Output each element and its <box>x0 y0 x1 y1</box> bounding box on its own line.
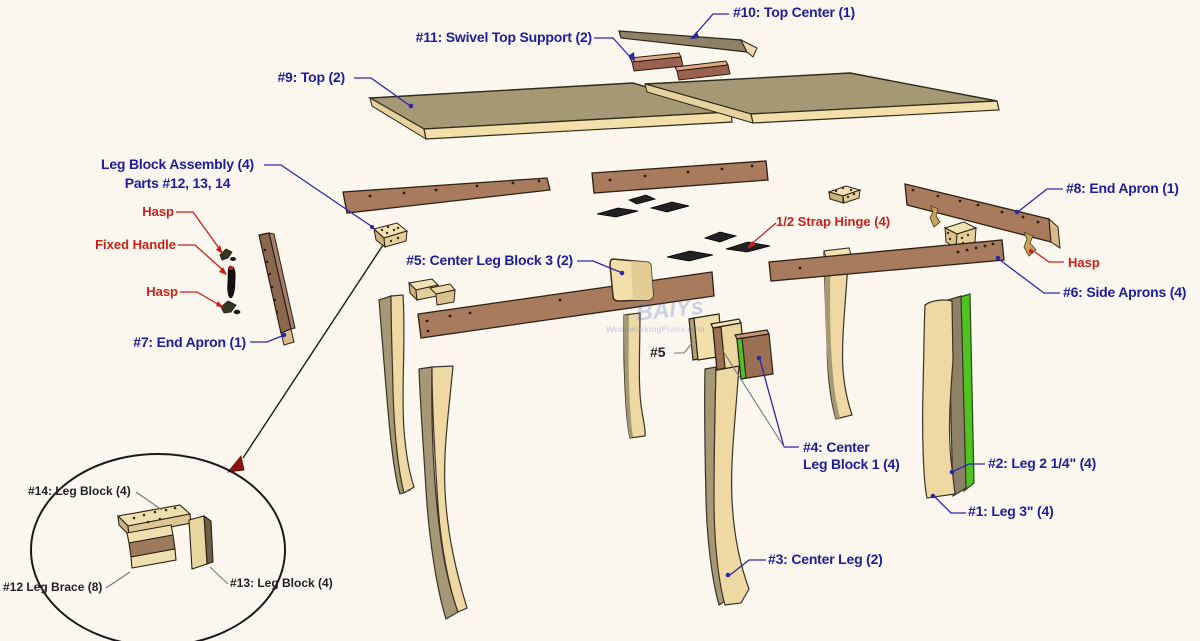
label-hasp-right: Hasp <box>1068 255 1100 270</box>
hasp-hardware-right <box>929 205 1037 257</box>
inset-leg-block-13 <box>188 514 214 570</box>
label-end-apron-8: #8: End Apron (1) <box>1066 180 1179 196</box>
end-apron-8 <box>904 183 1061 249</box>
label-top: #9: Top (2) <box>277 69 345 85</box>
label-leg-1: #1: Leg 3" (4) <box>968 503 1054 519</box>
label-leg-block-assembly-line1: Leg Block Assembly (4) <box>100 156 255 172</box>
label-center-leg-block-1-line1: #4: Center <box>803 439 870 455</box>
label-hasp-lower: Hasp <box>146 284 178 299</box>
label-leg-block-assembly-line2: Parts #12, 13, 14 <box>124 175 231 191</box>
label-leg-2: #2: Leg 2 1/4" (4) <box>988 455 1097 471</box>
label-top-center: #10: Top Center (1) <box>733 4 855 20</box>
side-apron-6 <box>768 239 1005 282</box>
leg-pair-1-2 <box>922 293 975 499</box>
label-inset-leg-brace-12: #12 Leg Brace (8) <box>3 580 103 594</box>
side-apron-upper-left <box>342 177 551 214</box>
label-center-leg-block-1: #4: Center Leg Block 1 (4) <box>803 439 900 473</box>
leader-lines-red <box>176 211 1064 307</box>
leg-block-assembly-right-a <box>827 185 862 204</box>
leader-arrowheads-red <box>216 241 756 308</box>
center-leg-block-3 <box>609 258 654 302</box>
label-inset-leg-block-14: #14: Leg Block (4) <box>28 484 131 498</box>
side-apron-lower-left <box>417 271 715 339</box>
label-swivel-top-support: #11: Swivel Top Support (2) <box>415 29 593 45</box>
label-side-aprons: #6: Side Aprons (4) <box>1063 284 1187 300</box>
inset-pointer <box>227 244 384 473</box>
center-leg-under-apron <box>623 312 646 439</box>
side-apron-upper-center <box>591 160 769 194</box>
hasp-hardware-left <box>219 248 241 315</box>
label-center-leg: #3: Center Leg (2) <box>768 551 883 567</box>
corner-leg-left-large <box>418 365 468 620</box>
table-top-left <box>367 82 733 141</box>
label-5-short: #5 <box>650 344 666 360</box>
label-center-leg-block-3: #5: Center Leg Block 3 (2) <box>406 252 573 268</box>
inset-circle <box>30 453 286 641</box>
label-fixed-handle: Fixed Handle <box>95 237 176 252</box>
inset-leg-brace-12 <box>126 524 177 569</box>
corner-leg-left-small <box>378 294 415 495</box>
center-leg <box>703 364 750 606</box>
end-apron-7 <box>258 232 296 346</box>
label-hasp-upper: Hasp <box>142 204 174 219</box>
leader-dots-blue <box>281 103 1020 578</box>
swivel-top-supports <box>629 52 731 81</box>
leader-arrowheads-blue <box>628 31 699 62</box>
table-top-right <box>644 72 1000 124</box>
small-block-pair <box>407 278 456 306</box>
label-end-apron-7: #7: End Apron (1) <box>133 334 246 350</box>
center-leg-block-1-trio <box>688 313 774 380</box>
label-leg-block-assembly: Leg Block Assembly (4) Parts #12, 13, 14 <box>95 155 260 193</box>
label-inset-leg-block-13: #13: Leg Block (4) <box>230 576 333 590</box>
label-strap-hinge: 1/2 Strap Hinge (4) <box>776 214 891 229</box>
label-center-leg-block-1-line2: Leg Block 1 (4) <box>803 456 900 472</box>
leader-lines-gray <box>105 341 785 589</box>
strap-hinges <box>596 194 771 262</box>
leg-block-assembly-left <box>372 222 409 249</box>
top-center-board <box>618 30 758 58</box>
